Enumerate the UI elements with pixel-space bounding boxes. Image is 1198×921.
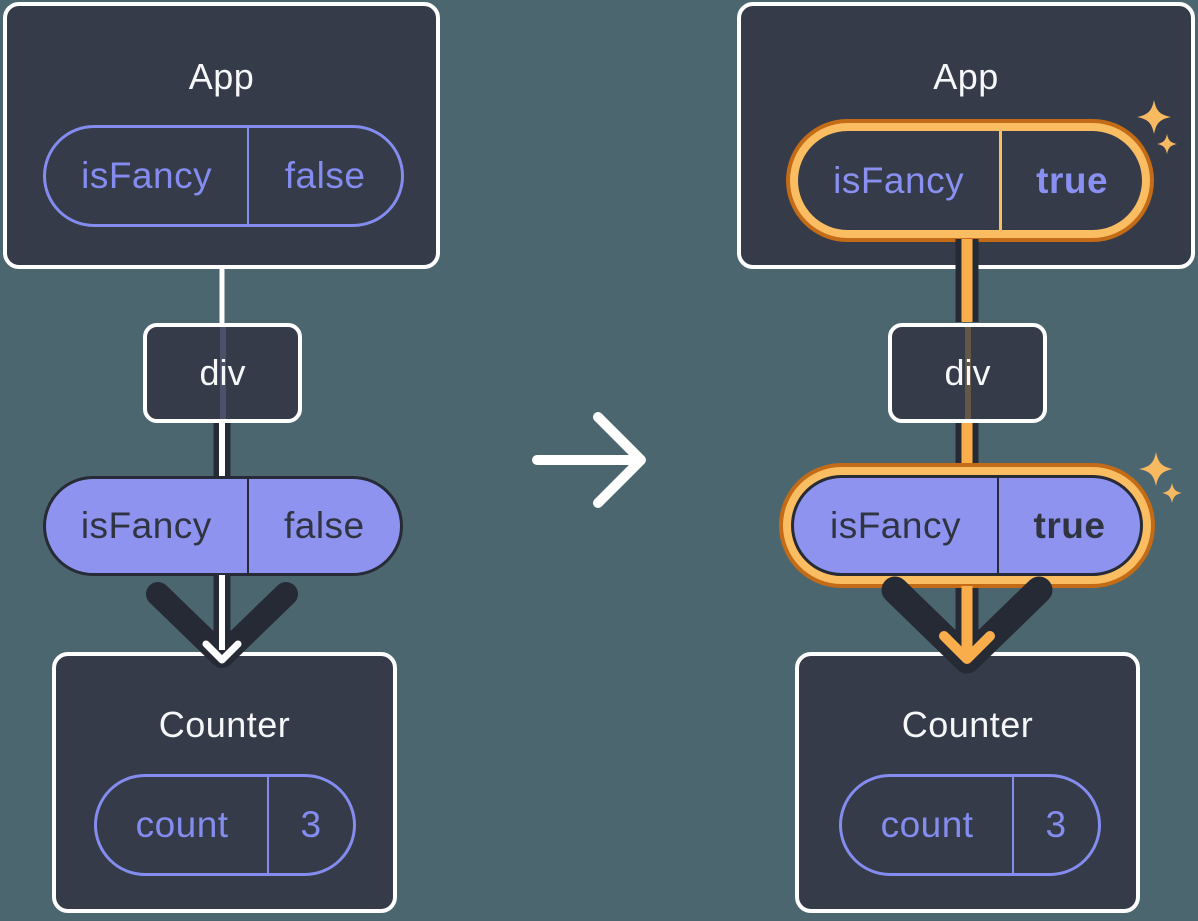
prop-value: true bbox=[996, 478, 1140, 573]
right-div-label: div bbox=[944, 352, 991, 393]
prop-key: isFancy bbox=[80, 505, 212, 546]
left-app-title: App bbox=[188, 56, 255, 97]
left-div-label: div bbox=[199, 352, 246, 393]
right-counter-title: Counter bbox=[901, 704, 1034, 745]
right-div-tag-box: div bbox=[888, 323, 1047, 423]
highlight-ring: isFancy true bbox=[790, 123, 1150, 238]
left-div-ghost-line bbox=[219, 327, 226, 419]
state-key: count bbox=[135, 804, 229, 845]
left-app-box: App isFancy false bbox=[3, 2, 440, 269]
left-app-state-pill: isFancy false bbox=[43, 125, 404, 227]
left-counter-title: Counter bbox=[158, 704, 291, 745]
right-app-box: App isFancy true bbox=[737, 2, 1195, 269]
prop-value: false bbox=[246, 479, 400, 573]
state-key: count bbox=[880, 804, 974, 845]
right-props-pill: isFancy true bbox=[791, 475, 1143, 576]
state-value: 3 bbox=[1012, 777, 1098, 873]
left-div-tag-box: div bbox=[143, 323, 302, 423]
prop-key: isFancy bbox=[829, 504, 961, 546]
highlight-ring: isFancy true bbox=[783, 467, 1151, 584]
state-value: false bbox=[247, 128, 401, 224]
right-props-pill-highlight: isFancy true bbox=[779, 463, 1155, 588]
left-props-pill: isFancy false bbox=[43, 476, 403, 576]
right-counter-state-pill: count 3 bbox=[839, 774, 1101, 876]
right-app-state-pill: isFancy true bbox=[798, 131, 1142, 230]
right-app-state-pill-highlight: isFancy true bbox=[786, 119, 1154, 242]
right-counter-box: Counter count 3 bbox=[795, 652, 1140, 913]
right-app-title: App bbox=[933, 56, 999, 97]
left-counter-state-pill: count 3 bbox=[94, 774, 356, 876]
state-value: 3 bbox=[267, 777, 353, 873]
left-counter-box: Counter count 3 bbox=[52, 652, 397, 913]
state-key: isFancy bbox=[81, 155, 213, 196]
state-value: true bbox=[999, 131, 1142, 230]
state-key: isFancy bbox=[833, 159, 965, 201]
right-div-ghost-line bbox=[964, 327, 971, 419]
